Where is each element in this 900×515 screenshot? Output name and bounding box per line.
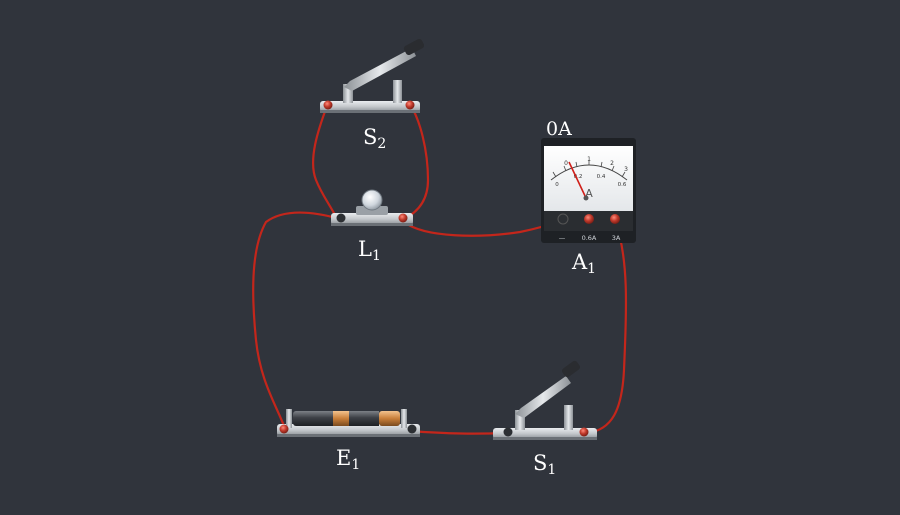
lamp-l1-terminal-right[interactable] bbox=[398, 213, 408, 223]
ammeter-a1-terminal-negative[interactable] bbox=[557, 213, 569, 225]
ammeter-a1-scale-bottom-1: 0.2 bbox=[574, 174, 583, 180]
lamp-l1-label: L1 bbox=[358, 237, 381, 264]
lamp-l1-label-sub: 1 bbox=[371, 248, 381, 264]
battery-e1-cell-right bbox=[349, 411, 379, 426]
switch-s1-contact-post bbox=[564, 405, 573, 430]
lamp-l1-base bbox=[331, 213, 413, 225]
switch-s1-handle[interactable] bbox=[561, 360, 581, 379]
switch-s1-base-shadow bbox=[493, 437, 597, 440]
ammeter-a1-terminal-0.6a[interactable] bbox=[584, 214, 594, 224]
switch-s2-label-letter: S bbox=[363, 125, 378, 149]
wire-ammeter-to-s1[interactable] bbox=[585, 219, 628, 435]
ammeter-a1-face bbox=[544, 146, 633, 211]
ammeter-a1[interactable]: 0 1 2 3 0 0.2 0.4 0.6 A — 0.6A 3A bbox=[541, 138, 636, 243]
switch-s2-label: S2 bbox=[363, 125, 386, 152]
battery-e1-label-letter: E bbox=[336, 446, 352, 470]
battery-e1[interactable] bbox=[277, 409, 420, 437]
ammeter-a1-unit: A bbox=[585, 187, 593, 200]
ammeter-a1-scale-bottom-2: 0.4 bbox=[597, 174, 606, 180]
ammeter-reading: 0A bbox=[546, 118, 572, 140]
lamp-l1-terminal-left[interactable] bbox=[336, 213, 346, 223]
wire-battery-to-s1[interactable] bbox=[408, 429, 509, 435]
switch-s2-handle[interactable] bbox=[403, 38, 425, 56]
battery-e1-label: E1 bbox=[336, 446, 360, 473]
ammeter-a1-terminal-label-0.6a: 0.6A bbox=[582, 234, 597, 242]
switch-s2-terminal-left[interactable] bbox=[323, 100, 333, 110]
ammeter-a1-terminal-3a[interactable] bbox=[610, 214, 620, 224]
ammeter-a1-ticks bbox=[552, 160, 626, 178]
lamp-l1[interactable] bbox=[331, 189, 413, 226]
battery-e1-label-sub: 1 bbox=[351, 457, 361, 473]
battery-e1-cell-left bbox=[293, 411, 345, 426]
switch-s1-label-letter: S bbox=[533, 451, 548, 475]
ammeter-a1-needle-pivot bbox=[583, 195, 589, 201]
battery-e1-clip-left bbox=[286, 409, 292, 428]
battery-e1-terminal-right[interactable] bbox=[407, 424, 417, 434]
switch-s2-label-sub: 2 bbox=[377, 136, 387, 152]
switch-s2-blade[interactable] bbox=[344, 48, 416, 91]
ammeter-a1-scale-top-1: 1 bbox=[587, 156, 591, 163]
ammeter-a1-label-sub: 1 bbox=[587, 261, 597, 277]
battery-e1-cell-right-cap bbox=[379, 411, 400, 426]
ammeter-a1-needle bbox=[568, 161, 587, 199]
switch-s1-label-sub: 1 bbox=[547, 462, 557, 478]
switch-s1-terminal-left[interactable] bbox=[503, 427, 513, 437]
switch-s1-base bbox=[493, 428, 597, 439]
switch-s1-label: S1 bbox=[533, 451, 556, 478]
wire-s2-left-to-lamp[interactable] bbox=[312, 104, 338, 219]
ammeter-a1-scale-bottom-3: 0.6 bbox=[618, 182, 627, 188]
ammeter-a1-terminal-label-3a: 3A bbox=[612, 234, 621, 242]
switch-s2-pivot-post bbox=[343, 84, 353, 103]
lamp-l1-bulb bbox=[361, 189, 383, 211]
switch-s2-base-shadow bbox=[320, 110, 420, 113]
wire-lamp-to-ammeter[interactable] bbox=[402, 218, 565, 237]
switch-s2-contact-post bbox=[393, 80, 402, 103]
ammeter-a1-scale-top-0: 0 bbox=[564, 160, 568, 167]
switch-s2[interactable] bbox=[320, 38, 425, 113]
wire-s2-right-to-lamp[interactable] bbox=[402, 102, 430, 221]
switch-s1-pivot-post bbox=[515, 410, 525, 430]
ammeter-a1-scale-top-2: 2 bbox=[610, 160, 614, 167]
ammeter-a1-scale-bottom-0: 0 bbox=[555, 182, 559, 188]
ammeter-a1-terminal-label-negative: — bbox=[559, 234, 566, 242]
switch-s1-blade[interactable] bbox=[515, 376, 571, 418]
ammeter-a1-label: A1 bbox=[572, 250, 596, 277]
switch-s2-terminal-right[interactable] bbox=[405, 100, 415, 110]
switch-s2-base bbox=[320, 101, 420, 112]
battery-e1-base-shadow bbox=[277, 434, 420, 437]
lamp-l1-base-shadow bbox=[331, 223, 413, 226]
battery-e1-cell-left-band bbox=[333, 411, 349, 426]
battery-e1-terminal-left[interactable] bbox=[279, 424, 289, 434]
wire-lamp-to-battery[interactable] bbox=[252, 211, 342, 428]
battery-e1-clip-right bbox=[401, 409, 407, 428]
lamp-l1-label-letter: L bbox=[358, 237, 372, 261]
switch-s1[interactable] bbox=[493, 360, 597, 440]
ammeter-a1-scale-top-3: 3 bbox=[624, 166, 628, 173]
switch-s1-terminal-right[interactable] bbox=[579, 427, 589, 437]
ammeter-a1-label-letter: A bbox=[572, 250, 588, 274]
battery-e1-base bbox=[277, 424, 420, 436]
